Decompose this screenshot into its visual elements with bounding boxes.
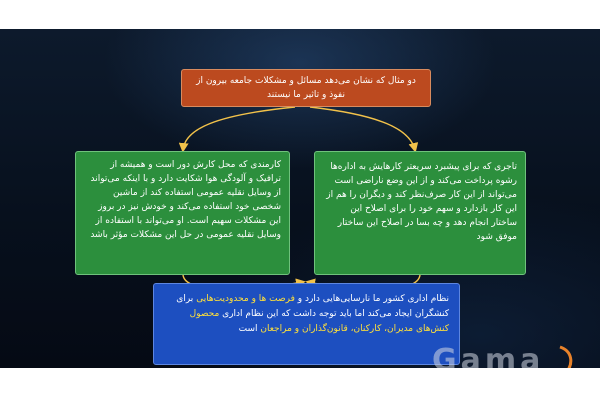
conclusion-text-3: است: [238, 324, 261, 334]
box-top-examples-title: دو مثال که نشان می‌دهد مسائل و مشکلات جا…: [181, 69, 431, 107]
gama-logo: Gama: [432, 343, 582, 368]
box-bottom-conclusion: نظام اداری کشور ما نارسایی‌هایی دارد و ف…: [153, 283, 460, 365]
box-right-merchant-example: تاجری که برای پیشبرد سریعتر کارهایش به ا…: [314, 151, 526, 275]
box-left-employee-example: کارمندی که محل کارش دور است و همیشه از ت…: [75, 151, 290, 275]
logo-swoosh-icon: [559, 345, 573, 368]
arrow-top-to-right: [309, 106, 419, 153]
conclusion-highlight-2: محصول کنش‌های مدیران، کارکنان، قانون‌گذا…: [189, 309, 449, 334]
box-left-text: کارمندی که محل کارش دور است و همیشه از ت…: [90, 160, 281, 240]
conclusion-text-2: برای کنشگران ایجاد می‌کند اما باید توجه …: [176, 294, 449, 319]
logo-text: Gama: [432, 343, 545, 368]
conclusion-highlight-1: فرصت ها و محدودیت‌هایی: [196, 294, 295, 304]
box-right-text: تاجری که برای پیشبرد سریعتر کارهایش به ا…: [326, 162, 517, 242]
arrow-top-to-left: [178, 106, 296, 153]
slide: دو مثال که نشان می‌دهد مسائل و مشکلات جا…: [0, 29, 600, 368]
box-top-text: دو مثال که نشان می‌دهد مسائل و مشکلات جا…: [196, 76, 416, 100]
conclusion-text-1: نظام اداری کشور ما نارسایی‌هایی دارد و: [294, 294, 449, 304]
